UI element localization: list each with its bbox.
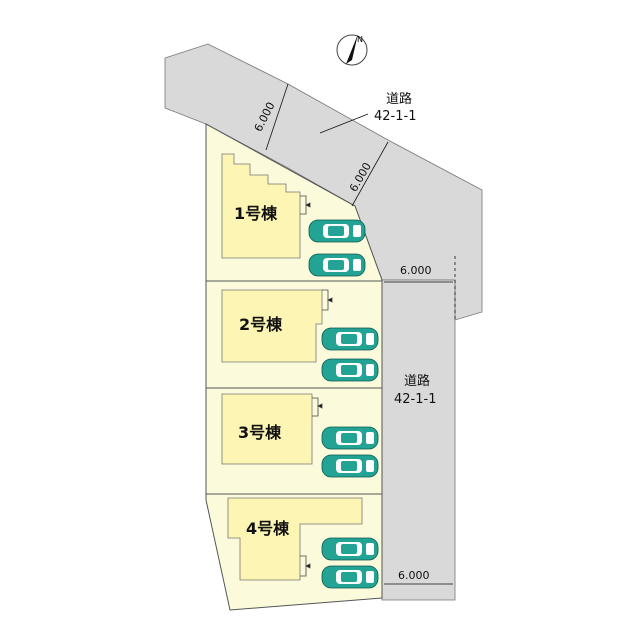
car-icon [321,565,379,589]
north-compass-icon: N [336,34,368,66]
parking-spaces [308,219,379,589]
house-1-label: 1号棟 [234,204,278,223]
road-side [381,279,456,601]
house-2-label: 2号棟 [239,315,283,334]
house-3-label: 3号棟 [238,423,282,442]
dimension-label-3: 6.000 [400,264,432,277]
car-icon [321,537,379,561]
road-1-code: 42-1-1 [374,109,416,124]
north-label: N [357,35,363,44]
house-4-footprint [227,497,363,581]
road-1-name: 道路 [386,91,412,107]
entrance-markers [300,195,333,577]
car-icon [321,454,379,478]
house-3-footprint [221,393,313,465]
car-icon [308,253,366,277]
car-icon [321,426,379,450]
dimension-lines [265,83,456,585]
house-1-footprint [221,153,301,259]
car-icon [321,358,379,382]
house-4-label: 4号棟 [246,519,290,538]
car-icon [308,219,366,243]
car-icon [321,327,379,351]
road-2-code: 42-1-1 [394,392,436,407]
dimension-label-4: 6.000 [398,569,430,582]
road-2-name: 道路 [404,373,430,389]
